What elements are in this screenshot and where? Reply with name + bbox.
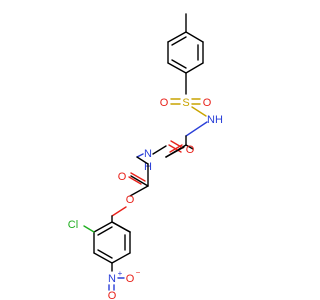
molecule-structure-diagram: S O O NH O N H O O bbox=[68, 13, 223, 300]
ester-carbonyl-oxygen: O bbox=[118, 171, 127, 183]
sulfonamide-nh: NH bbox=[207, 114, 223, 126]
sulfur-atom: S bbox=[182, 97, 189, 109]
nitro-group: N + O − O bbox=[108, 268, 141, 300]
sulfonyl-oxygen-right: O bbox=[203, 97, 212, 109]
nitro-oxygen-right: O bbox=[126, 273, 135, 285]
amide-oxygen: O bbox=[186, 144, 195, 156]
nitro-oxygen-down: O bbox=[108, 290, 117, 300]
sulfonyl-oxygen-left: O bbox=[160, 97, 169, 109]
tolyl-group bbox=[167, 13, 204, 95]
ester-chain bbox=[128, 153, 149, 197]
nitro-oxygen-right-charge: − bbox=[136, 268, 141, 277]
amide-nitrogen: N bbox=[144, 148, 152, 160]
nitro-nitrogen-charge: + bbox=[118, 269, 123, 278]
nitro-nitrogen: N bbox=[108, 273, 116, 285]
chlorine-atom: Cl bbox=[68, 219, 78, 231]
chloronitrophenyl-ring bbox=[83, 221, 131, 272]
ester-oxygen: O bbox=[126, 194, 135, 206]
sulfonyl-group: S O O bbox=[160, 97, 212, 117]
